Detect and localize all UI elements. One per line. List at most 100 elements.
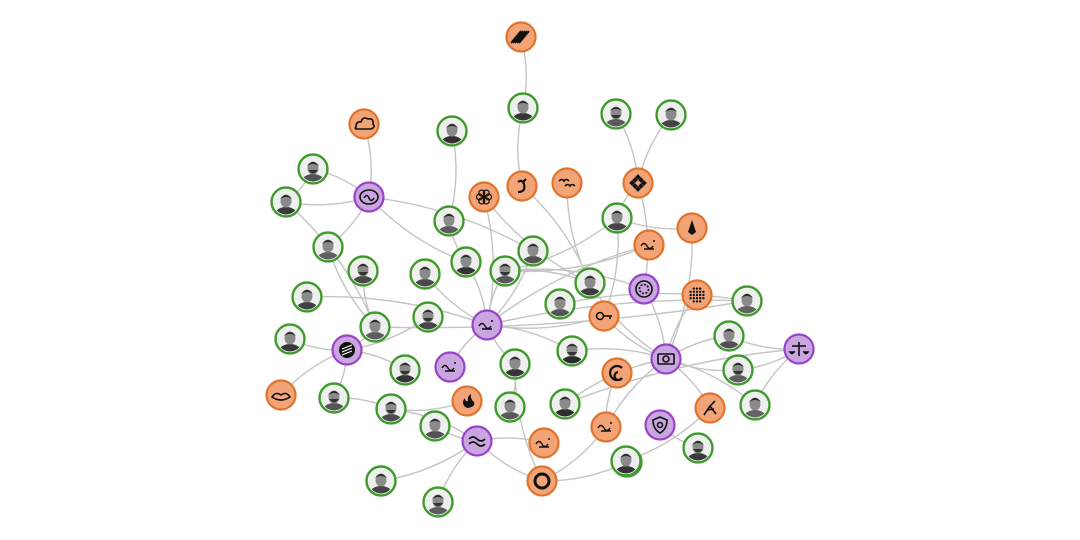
person-node[interactable]	[600, 98, 632, 138]
person-node[interactable]	[544, 288, 576, 328]
organization-node[interactable]	[506, 170, 538, 202]
person-node[interactable]	[739, 389, 771, 429]
person-node[interactable]	[365, 465, 397, 505]
person-node[interactable]	[412, 301, 444, 341]
person-node[interactable]	[433, 205, 465, 245]
edge-p21-g3	[486, 299, 748, 326]
round-seal-icon	[635, 280, 653, 298]
person-node[interactable]	[713, 320, 745, 360]
group-node[interactable]	[461, 425, 493, 457]
pen-nib-logo-icon	[688, 220, 696, 235]
organization-node[interactable]	[348, 108, 380, 140]
person-node[interactable]	[655, 99, 687, 139]
edge-o8-p15	[504, 244, 650, 273]
organization-node[interactable]	[633, 229, 665, 261]
waves-emblem-icon	[468, 436, 486, 447]
calligraphy-emblem-icon	[359, 189, 379, 205]
group-node[interactable]	[331, 334, 363, 366]
organization-node[interactable]	[468, 181, 500, 213]
person-node[interactable]	[450, 246, 482, 286]
birds-logo-icon	[558, 178, 576, 188]
person-node[interactable]	[494, 391, 526, 431]
group-node[interactable]	[628, 273, 660, 305]
person-node[interactable]	[274, 323, 306, 363]
flame-logo-icon	[462, 394, 475, 408]
person-node[interactable]	[507, 92, 539, 132]
edge-p16-g3	[306, 295, 488, 326]
cloud-logo-icon	[354, 117, 375, 130]
swirl-logo-icon	[609, 364, 623, 382]
person-node[interactable]	[422, 486, 454, 526]
person-node[interactable]	[297, 153, 329, 193]
edge-p29-o17	[514, 363, 543, 482]
wordmark-logo-icon	[597, 422, 612, 432]
person-node[interactable]	[574, 267, 606, 307]
flower-logo-icon	[475, 189, 493, 205]
person-node[interactable]	[731, 285, 763, 325]
banknote-emblem-icon	[657, 353, 675, 365]
person-node[interactable]	[601, 202, 633, 242]
runner-logo-icon	[703, 400, 717, 416]
calligraphy-d-logo-icon	[517, 178, 527, 194]
person-node[interactable]	[312, 231, 344, 271]
person-node[interactable]	[722, 354, 754, 394]
organization-node[interactable]	[590, 411, 622, 443]
edge-o4-p12	[521, 185, 591, 284]
person-node[interactable]	[270, 186, 302, 226]
person-node[interactable]	[549, 388, 581, 428]
organization-node[interactable]	[528, 427, 560, 459]
organization-node[interactable]	[551, 167, 583, 199]
node-layer	[265, 21, 815, 526]
dot-grid-logo-icon	[689, 287, 705, 303]
wordmark-emblem-icon	[478, 320, 493, 330]
group-node[interactable]	[353, 181, 385, 213]
diamond-grid-logo-icon	[629, 174, 647, 192]
edge-o8-g3	[486, 244, 650, 326]
edge-o3-g3	[483, 196, 494, 326]
person-node[interactable]	[389, 354, 421, 394]
organization-node[interactable]	[676, 212, 708, 244]
person-node[interactable]	[517, 235, 549, 275]
person-node[interactable]	[359, 311, 391, 351]
scales-emblem-icon	[788, 342, 810, 356]
organization-node[interactable]	[451, 385, 483, 417]
oval-wordmark-logo-icon	[535, 438, 550, 448]
person-node[interactable]	[499, 348, 531, 388]
group-node[interactable]	[783, 333, 815, 365]
group-node[interactable]	[471, 309, 503, 341]
group-node[interactable]	[434, 351, 466, 383]
organization-node[interactable]	[588, 300, 620, 332]
organization-node[interactable]	[622, 167, 654, 199]
person-node[interactable]	[419, 410, 451, 450]
person-node[interactable]	[682, 432, 714, 472]
ring-logo-icon	[533, 472, 551, 490]
edge-p31-g7	[564, 348, 800, 405]
key-logo-icon	[595, 311, 612, 321]
person-node[interactable]	[610, 445, 642, 485]
shield-emblem-icon	[652, 416, 668, 434]
organization-node[interactable]	[601, 357, 633, 389]
person-node[interactable]	[436, 115, 468, 155]
edge-p5-p18	[285, 201, 376, 328]
stripes-logo-icon	[510, 30, 530, 44]
organization-node[interactable]	[265, 379, 297, 411]
organization-node[interactable]	[694, 392, 726, 424]
person-node[interactable]	[489, 255, 521, 295]
organization-node[interactable]	[526, 465, 558, 497]
person-node[interactable]	[347, 255, 379, 295]
group-node[interactable]	[650, 343, 682, 375]
hands-logo-icon	[270, 392, 292, 401]
group-node[interactable]	[644, 409, 676, 441]
person-node[interactable]	[318, 382, 350, 422]
person-node[interactable]	[291, 281, 323, 321]
person-node[interactable]	[409, 258, 441, 298]
person-node[interactable]	[556, 335, 588, 375]
organization-node[interactable]	[505, 21, 537, 53]
person-node[interactable]	[375, 393, 407, 433]
organization-node[interactable]	[681, 279, 713, 311]
striped-circle-emblem-icon	[339, 342, 355, 358]
wordmark-emblem-icon	[441, 362, 456, 372]
script-wordmark-logo-icon	[640, 240, 655, 250]
